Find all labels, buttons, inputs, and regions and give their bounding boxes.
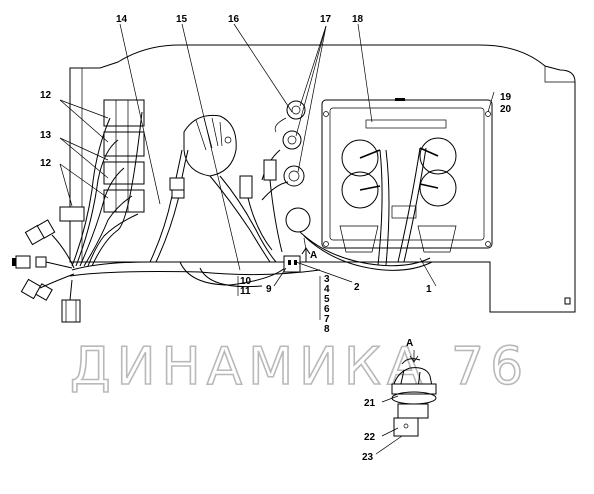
callout-15: 15 — [176, 14, 188, 25]
callout-2: 2 — [354, 282, 360, 293]
callout-13: 13 — [40, 130, 52, 141]
watermark-text: ДИНАМИКА 76 — [70, 337, 529, 397]
callout-17: 17 — [320, 14, 332, 25]
callout-21: 21 — [364, 398, 376, 409]
callout-1: 1 — [426, 284, 432, 295]
wire-harness — [39, 111, 433, 301]
callout-3: 3 — [324, 274, 330, 285]
callout-11: 11 — [240, 286, 251, 297]
callout-5: 5 — [324, 294, 330, 305]
callout-20: 20 — [500, 104, 512, 115]
detail-arrow — [409, 350, 419, 363]
callout-16: 16 — [228, 14, 240, 25]
leader-lines — [59, 23, 495, 455]
callout-labels: 14 15 16 17 18 19 20 12 13 12 1 2 3 4 5 … — [40, 14, 512, 463]
callout-12-top: 12 — [40, 90, 52, 101]
callout-8: 8 — [324, 324, 330, 335]
left-connectors — [12, 219, 81, 323]
instrument-cluster — [321, 98, 493, 253]
callout-19: 19 — [500, 92, 512, 103]
callout-10: 10 — [240, 276, 252, 287]
callout-22: 22 — [364, 432, 376, 443]
callout-23: 23 — [362, 452, 374, 463]
warning-lamps — [274, 100, 311, 233]
callout-7: 7 — [324, 314, 330, 325]
callout-14: 14 — [116, 14, 128, 25]
gauge-cables — [377, 147, 427, 266]
callout-6: 6 — [324, 304, 330, 315]
callout-18: 18 — [352, 14, 364, 25]
detail-a-switch — [391, 358, 437, 437]
switch-block — [59, 99, 145, 222]
callout-4: 4 — [324, 284, 330, 295]
view-arrow-label: A — [310, 250, 317, 261]
detail-view-label: A — [406, 338, 413, 349]
callout-9: 9 — [266, 284, 272, 295]
callout-12-bottom: 12 — [40, 158, 52, 169]
view-arrow — [301, 247, 311, 262]
